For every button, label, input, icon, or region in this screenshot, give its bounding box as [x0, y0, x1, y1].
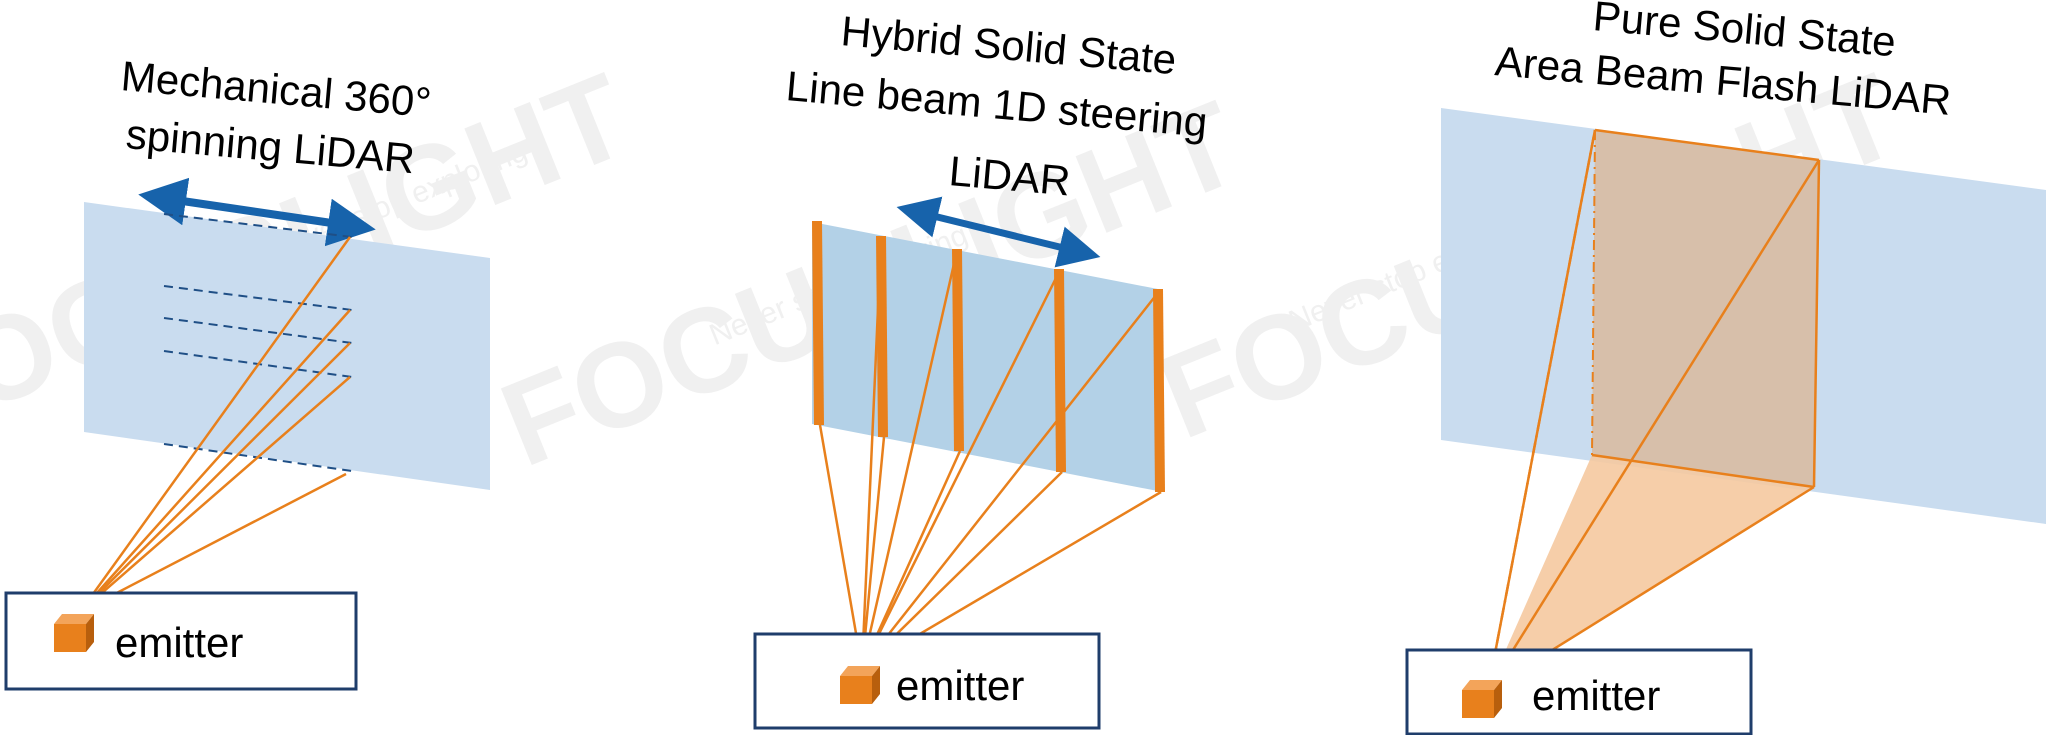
scan-direction-arrow	[138, 177, 376, 247]
emitter-cube-icon	[1462, 680, 1502, 718]
illuminated-left-edge	[1591, 129, 1596, 456]
emitter-cube-icon	[840, 666, 880, 704]
emitter-box	[1405, 648, 1753, 735]
emitter-label: emitter	[115, 619, 243, 666]
panel-2-title-line-3: LiDAR	[947, 147, 1072, 204]
cone-edges	[1486, 128, 1821, 692]
panel-hybrid: Hybrid Solid State Line beam 1D steering…	[753, 7, 1209, 730]
scan-direction-arrow	[896, 196, 1101, 268]
laser-beams	[818, 240, 1162, 670]
target-plane	[84, 202, 490, 490]
laser-beams	[78, 236, 352, 614]
panel-pure-solid-state: Pure Solid State Area Beam Flash LiDAR e…	[1405, 0, 2046, 735]
emitter-cube-icon	[54, 614, 94, 652]
emitter-label: emitter	[1532, 672, 1660, 719]
emitter-box	[753, 632, 1101, 730]
illumination-cone	[1488, 455, 1814, 690]
target-plane	[812, 222, 1163, 492]
illuminated-area	[1592, 130, 1819, 487]
emitter-label: emitter	[896, 662, 1024, 709]
